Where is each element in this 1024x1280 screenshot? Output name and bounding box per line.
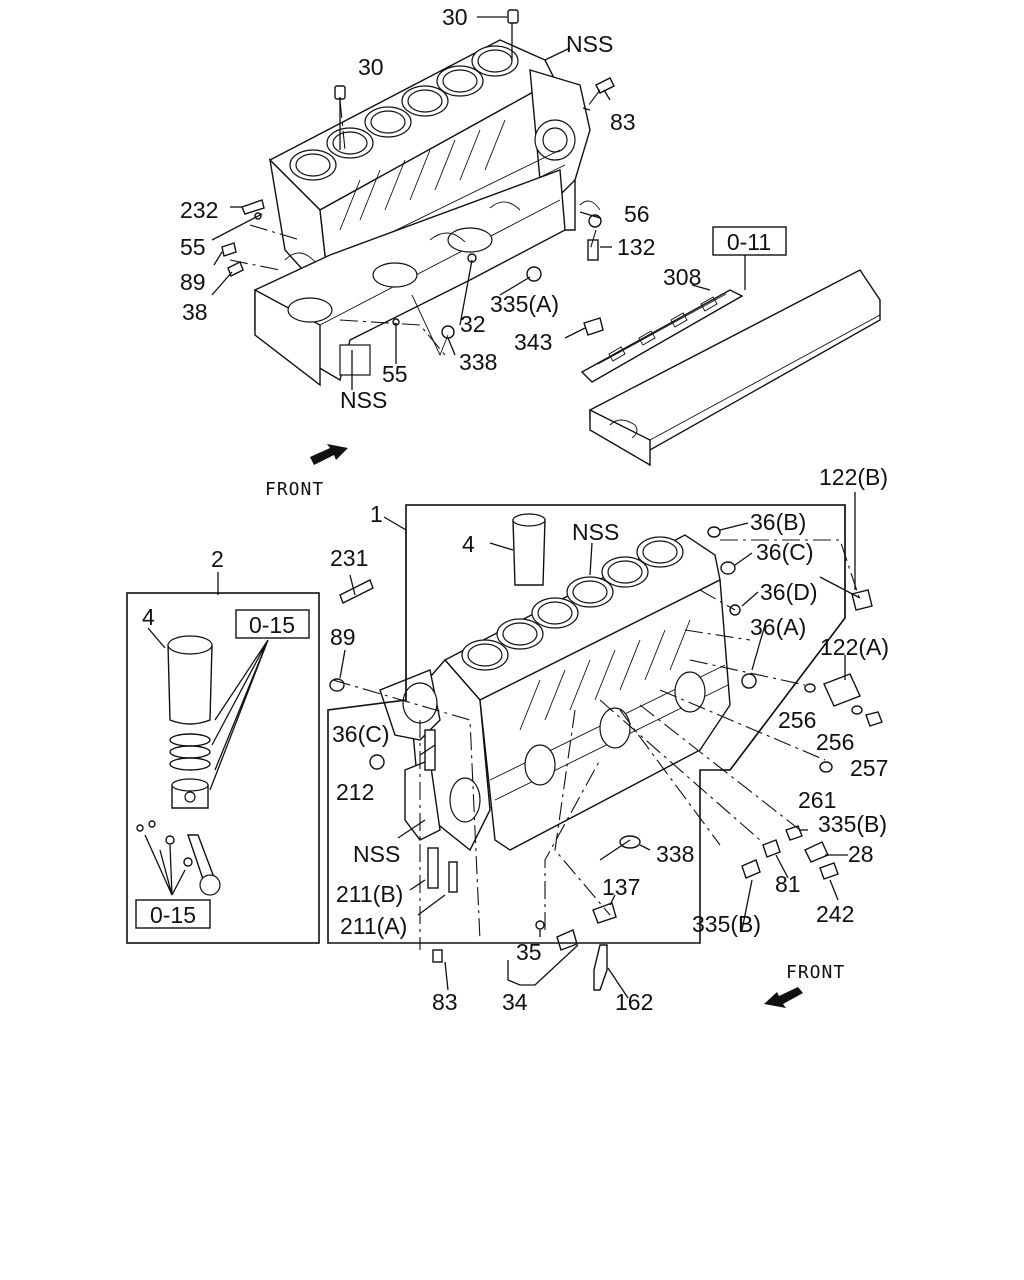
label-162: 162 <box>615 989 653 1015</box>
ref-box-0-15-bottom: 0-15 <box>135 899 211 929</box>
label-28: 28 <box>848 841 874 867</box>
label-338-top: 338 <box>459 349 497 375</box>
upper-small-parts <box>221 9 615 339</box>
ref-box-0-15-top: 0-15 <box>235 609 310 639</box>
label-38: 38 <box>182 299 208 325</box>
label-36a: 36(A) <box>750 614 806 640</box>
label-335b-1: 335(B) <box>818 811 887 837</box>
kit-box-2 <box>126 592 320 944</box>
label-338-main: 338 <box>656 841 694 867</box>
label-122b: 122(B) <box>819 464 888 490</box>
assembly-box-1 <box>327 504 846 944</box>
label-89-main: 89 <box>330 624 356 650</box>
upper-cylinder-block <box>254 39 601 387</box>
label-34: 34 <box>502 989 528 1015</box>
label-211a: 211(A) <box>340 913 407 939</box>
label-256-1: 256 <box>778 707 816 733</box>
label-242: 242 <box>816 901 854 927</box>
label-35: 35 <box>516 939 542 965</box>
label-1: 1 <box>370 501 383 527</box>
label-nss-mid: NSS <box>340 387 387 413</box>
label-137: 137 <box>602 874 640 900</box>
label-front-bottom: FRONT <box>786 962 845 983</box>
label-nss-top: NSS <box>566 31 613 57</box>
label-30-mid: 30 <box>358 54 384 80</box>
label-56: 56 <box>624 201 650 227</box>
label-89-top: 89 <box>180 269 206 295</box>
label-308: 308 <box>663 264 701 290</box>
label-nss-main: NSS <box>572 519 619 545</box>
label-257: 257 <box>850 755 888 781</box>
label-335a: 335(A) <box>490 291 559 317</box>
svg-text:0-11: 0-11 <box>727 229 771 255</box>
label-335b-2: 335(B) <box>692 911 761 937</box>
label-232: 232 <box>180 197 218 223</box>
label-55-left: 55 <box>180 234 206 260</box>
part-labels: 30 30 NSS 83 232 56 55 132 89 308 335(A)… <box>142 4 889 1015</box>
piston-kit-parts <box>136 635 221 896</box>
label-132: 132 <box>617 234 655 260</box>
front-arrow-top-icon <box>310 444 348 465</box>
label-261: 261 <box>798 787 836 813</box>
front-arrow-bottom-icon <box>764 987 803 1008</box>
label-55-bottom: 55 <box>382 361 408 387</box>
oil-pan-0-11 <box>589 269 881 467</box>
label-2: 2 <box>211 546 224 572</box>
svg-text:0-15: 0-15 <box>150 902 196 928</box>
label-231: 231 <box>330 545 368 571</box>
ref-box-0-11: 0-11 <box>712 226 787 256</box>
label-4-main: 4 <box>462 531 475 557</box>
label-343: 343 <box>514 329 552 355</box>
main-small-parts <box>329 513 883 991</box>
rear-cover-308 <box>580 289 744 383</box>
label-4-kit: 4 <box>142 604 155 630</box>
label-83-top: 83 <box>610 109 636 135</box>
label-30-top: 30 <box>442 4 468 30</box>
label-front-top: FRONT <box>265 479 324 500</box>
label-211b: 211(B) <box>336 881 403 907</box>
centerlines <box>229 89 861 950</box>
label-32: 32 <box>460 311 486 337</box>
leader-lines-upper <box>211 16 746 390</box>
bores-main <box>461 536 684 671</box>
label-81: 81 <box>775 871 801 897</box>
label-36b: 36(B) <box>750 509 806 535</box>
label-36d: 36(D) <box>760 579 818 605</box>
bores-upper <box>289 45 519 181</box>
label-36c-right: 36(C) <box>756 539 814 565</box>
label-122a: 122(A) <box>820 634 889 660</box>
label-36c-left: 36(C) <box>332 721 390 747</box>
main-cylinder-block <box>379 534 731 852</box>
svg-text:0-15: 0-15 <box>249 612 295 638</box>
label-nss-low: NSS <box>353 841 400 867</box>
label-256-2: 256 <box>816 729 854 755</box>
label-212: 212 <box>336 779 374 805</box>
label-83-bottom: 83 <box>432 989 458 1015</box>
